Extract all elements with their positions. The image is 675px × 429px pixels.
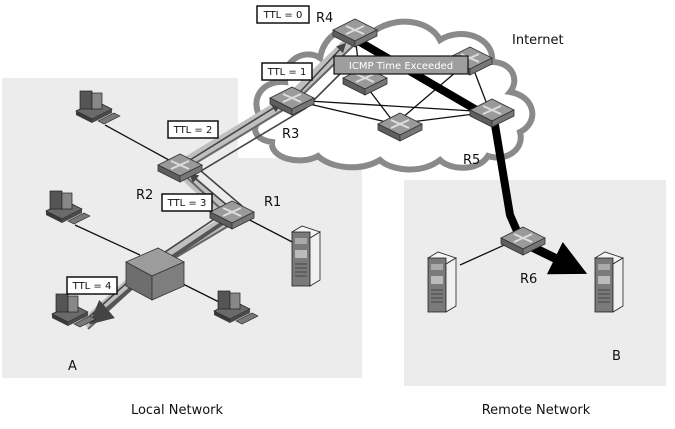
ttl-label-4: TTL = 4 xyxy=(72,281,112,292)
local-switch xyxy=(125,247,185,301)
ttl-label-3: TTL = 3 xyxy=(167,198,207,209)
icmp-message-box: ICMP Time Exceeded xyxy=(333,55,469,75)
label-r3: R3 xyxy=(282,127,299,142)
label-remote-network: Remote Network xyxy=(482,403,591,418)
label-internet: Internet xyxy=(512,33,564,48)
ttl-label-0: TTL = 0 xyxy=(263,10,303,21)
label-r5: R5 xyxy=(463,153,480,168)
ttl-label-1: TTL = 1 xyxy=(267,67,307,78)
label-r6: R6 xyxy=(520,272,537,287)
host-b-server xyxy=(594,251,624,313)
remote-server xyxy=(427,251,457,313)
ttl-label-2: TTL = 2 xyxy=(173,125,213,136)
icmp-message: ICMP Time Exceeded xyxy=(349,61,453,72)
label-r1: R1 xyxy=(264,195,281,210)
label-local-network: Local Network xyxy=(131,403,224,418)
label-host-a: A xyxy=(68,359,77,374)
label-host-b: B xyxy=(612,349,621,364)
local-server xyxy=(291,225,321,287)
label-r2: R2 xyxy=(136,188,153,203)
label-r4: R4 xyxy=(316,11,333,26)
